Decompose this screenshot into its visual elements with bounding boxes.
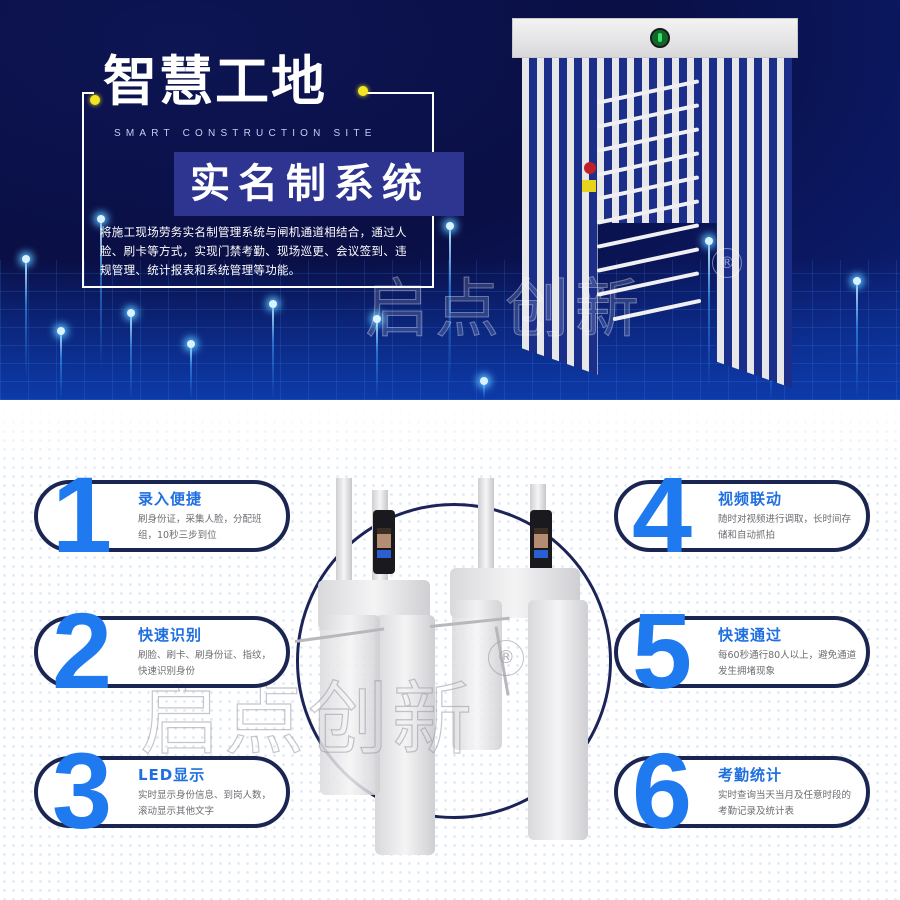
feature-pill [614,480,870,552]
frame-dot [90,95,100,105]
feature-description: 刷脸、刷卡、刷身份证、指纹，快速识别身份 [138,650,272,677]
feature-description: 实时显示身份信息、到岗人数，滚动显示其他文字 [138,790,272,817]
face-recognition-screen [373,510,395,574]
turnstile-arm [596,223,700,249]
page-title: 智慧工地 [103,50,327,113]
feature-card-3: 3 LED显示 实时显示身份信息、到岗人数，滚动显示其他文字 [22,730,292,851]
hero-banner: 智慧工地 SMART CONSTRUCTION SITE 实名制系统 将施工现场… [0,0,900,400]
light-beam [373,315,381,400]
light-beam [127,309,135,400]
light-beam [853,277,861,400]
feature-title: 快速通过 [718,626,783,644]
page-subtitle: SMART CONSTRUCTION SITE [114,128,377,139]
feature-pill [614,756,870,828]
feature-pill [34,616,290,688]
red-stop-light-icon [584,162,596,174]
registered-mark-icon: ® [712,248,742,278]
watermark-text: 启点创新 [139,672,476,766]
feature-pill [34,480,290,552]
registered-mark-icon: ® [488,640,524,676]
turnstile-pole [336,478,352,608]
feature-number: 5 [632,590,692,711]
feature-pill [614,616,870,688]
frame-line [362,92,434,94]
turnstile-cabinet [320,615,380,795]
feature-description: 刷身份证，采集人脸，分配班组，10秒三步到位 [138,514,262,541]
green-arrow-light-icon [650,28,670,48]
feature-title: LED显示 [138,766,206,784]
feature-title: 考勤统计 [718,766,783,784]
feature-title: 快速识别 [138,626,203,644]
system-name-badge: 实名制系统 [174,152,464,216]
feature-card-5: 5 快速通过 每60秒通行80人以上，避免通道发生拥堵现象 [602,590,872,711]
feature-card-1: 1 录入便捷 刷身份证，采集人脸，分配班组，10秒三步到位 [22,454,292,575]
light-beam [97,215,105,368]
turnstile-cabinet [452,600,502,750]
watermark-text: 启点创新 [365,273,645,348]
hero-description: 将施工现场劳务实名制管理系统与闸机通道相结合，通过人脸、刷卡等方式，实现门禁考勤… [100,225,407,277]
light-beam [446,222,454,385]
turnstile-cabinet [375,615,435,855]
light-beam [22,255,30,378]
feature-description: 随时对视频进行调取，长时间存储和自动抓拍 [718,514,852,541]
feature-number: 2 [52,590,112,711]
feature-title: 视频联动 [718,490,783,508]
frame-line [82,92,94,94]
feature-number: 4 [632,454,692,575]
feature-number: 1 [52,454,112,575]
center-ring-decoration [296,503,612,819]
feature-pill [34,756,290,828]
feature-title: 录入便捷 [138,490,203,508]
feature-card-4: 4 视频联动 随时对视频进行调取，长时间存储和自动抓拍 [602,454,872,575]
light-beam [269,300,277,400]
feature-card-6: 6 考勤统计 实时查询当天当月及任意时段的考勤记录及统计表 [602,730,872,851]
feature-card-2: 2 快速识别 刷脸、刷卡、刷身份证、指纹，快速识别身份 [22,590,292,711]
warning-sign-icon [582,180,596,192]
feature-description: 实时查询当天当月及任意时段的考勤记录及统计表 [718,790,852,817]
feature-description: 每60秒通行80人以上，避免通道发生拥堵现象 [718,650,857,677]
feature-number: 3 [52,730,112,851]
fade-decoration [0,400,900,480]
light-beam [480,377,488,400]
turnstile-cabinet [528,600,588,840]
light-beam [705,237,713,390]
full-height-turnstile-image [512,18,802,388]
light-beam [187,340,195,400]
light-beam [57,327,65,400]
frame-dot [358,86,368,96]
face-recognition-screen [530,510,552,574]
feature-number: 6 [632,730,692,851]
